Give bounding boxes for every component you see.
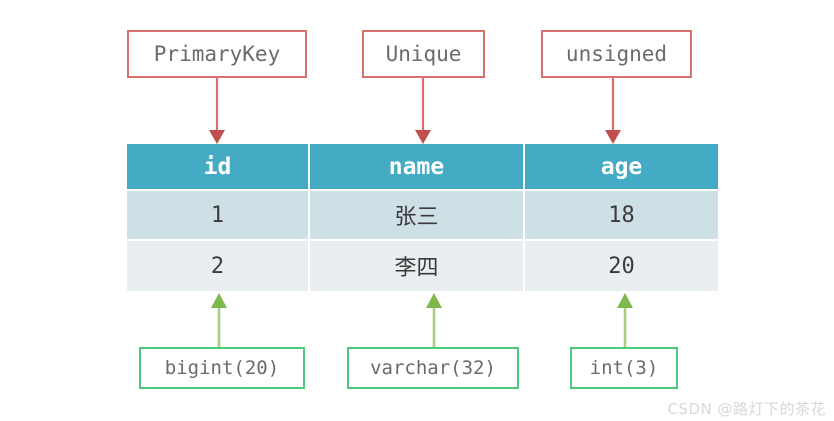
cell-age-2: 20 — [525, 241, 718, 291]
cell-name-2: 李四 — [310, 241, 523, 291]
constraint-box-primarykey: PrimaryKey — [127, 30, 307, 78]
cell-id-1: 1 — [127, 191, 308, 239]
constraint-label-unique: Unique — [385, 42, 462, 66]
datatype-box-varchar: varchar(32) — [347, 347, 519, 389]
datatype-label-varchar: varchar(32) — [370, 357, 496, 379]
arrow-int-to-age — [617, 293, 633, 347]
column-header-id: id — [127, 144, 308, 189]
table-row: 1 张三 18 — [127, 191, 718, 239]
datatype-label-bigint: bigint(20) — [164, 357, 280, 379]
datatype-box-int: int(3) — [570, 347, 678, 389]
cell-id-2: 2 — [127, 241, 308, 291]
datatype-box-bigint: bigint(20) — [139, 347, 305, 389]
database-table: id name age 1 张三 18 2 李四 20 — [127, 144, 718, 291]
watermark: CSDN @路灯下的茶花 — [667, 400, 826, 418]
constraint-box-unique: Unique — [362, 30, 485, 78]
arrow-primarykey-to-id — [209, 78, 225, 144]
cell-name-1: 张三 — [310, 191, 523, 239]
cell-age-1: 18 — [525, 191, 718, 239]
table-row: 2 李四 20 — [127, 241, 718, 291]
arrow-unsigned-to-age — [605, 78, 621, 144]
column-header-age: age — [525, 144, 718, 189]
constraint-label-unsigned: unsigned — [565, 42, 668, 66]
arrow-bigint-to-id — [211, 293, 227, 347]
datatype-label-int: int(3) — [589, 357, 659, 379]
column-header-name: name — [310, 144, 523, 189]
arrow-unique-to-name — [415, 78, 431, 144]
constraint-box-unsigned: unsigned — [541, 30, 692, 78]
table-header-row: id name age — [127, 144, 718, 189]
arrow-varchar-to-name — [426, 293, 442, 347]
constraint-label-primarykey: PrimaryKey — [153, 42, 281, 66]
